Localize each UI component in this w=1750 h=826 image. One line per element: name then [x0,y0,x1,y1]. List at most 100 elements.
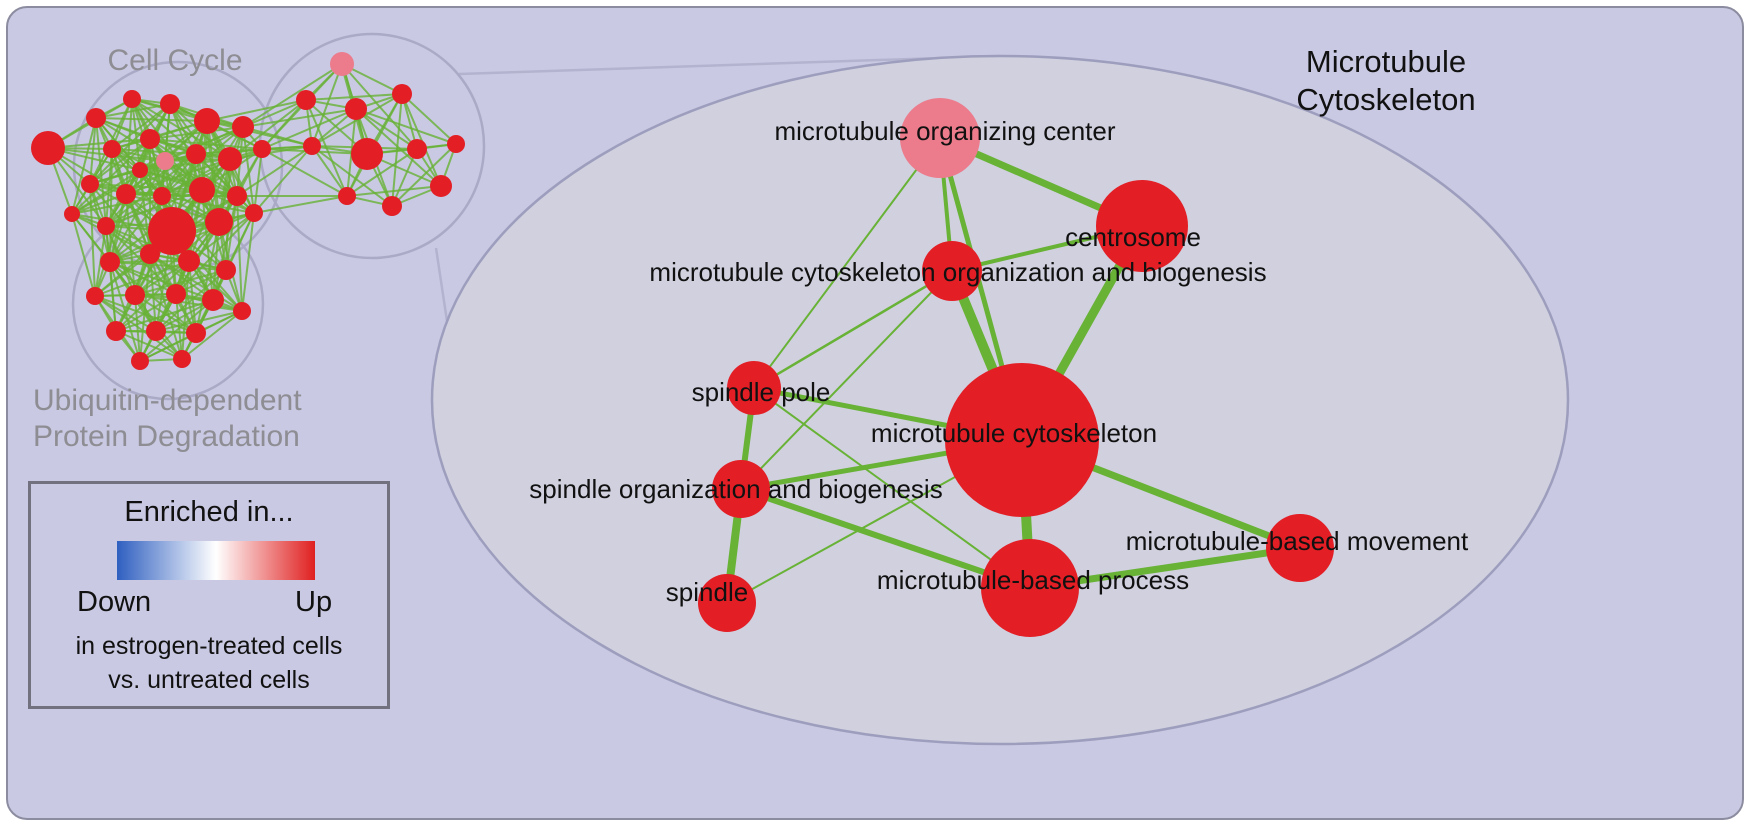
overview-edge [71,169,141,215]
overview-edge [311,93,403,147]
overview-edge [261,148,348,197]
overview-node [218,147,242,171]
overview-edge [139,158,231,171]
overview-edge [236,195,243,312]
overview-edge [134,294,141,362]
overview-node [245,204,263,222]
overview-edge [111,103,171,150]
overview-edge [242,99,307,128]
overview-node [227,186,247,206]
zoom-edge-sorg-mproc [738,486,1033,591]
cluster-title-cell-cycle: Cell Cycle [107,44,243,77]
overview-edge [391,143,457,207]
zoom-edge-spole-mproc [753,387,1031,589]
overview-node [116,184,136,204]
overview-edge [139,169,238,197]
overview-node [194,108,220,134]
overview-edge [139,299,214,362]
overview-node [156,152,174,170]
overview-node [100,252,120,272]
overview-node [160,94,180,114]
overview-edge [355,108,457,145]
overview-edge [391,148,418,207]
overview-node [202,289,224,311]
zoom-node-spindle [698,574,756,632]
overview-edge [242,63,343,128]
overview-node [148,207,196,255]
overview-edge [401,93,457,145]
zoom-node-mcyt [945,363,1099,517]
zoom-node-centrosome [1096,180,1188,272]
overview-edge [311,145,348,197]
overview-edge [229,99,307,160]
zoom-node-label-moc: microtubule organizing center [774,116,1115,146]
overview-node [166,284,186,304]
overview-edge [401,93,442,187]
overview-edge [188,260,243,312]
overview-node [233,302,251,320]
overview-node [97,217,115,235]
overview-edge [149,253,243,312]
overview-edge [311,145,393,207]
overview-edge [134,269,227,296]
overview-edge [94,260,190,297]
overview-edge [206,99,307,122]
overview-edge [71,213,96,297]
overview-edge [311,63,343,147]
overview-node [351,138,383,170]
legend-caption-line1: in estrogen-treated cells [75,632,343,660]
overview-node [382,196,402,216]
overview-node [186,323,206,343]
overview-edge [111,148,166,162]
legend-title: Enriched in... [124,496,294,528]
overview-node [345,98,367,120]
overview-node [140,129,160,149]
zoom-edge-moc-spole [753,137,941,389]
overview-edge [155,269,227,332]
overview-node [253,140,271,158]
legend-label-down: Down [77,586,152,618]
overview-edge [149,126,244,140]
overview-edge [125,158,231,195]
overview-node [123,90,141,108]
cluster-title-microtubule-line1: Microtubule [1305,44,1467,79]
overview-node [140,244,160,264]
overview-nodes [31,52,465,370]
zoom-node-mproc [981,539,1079,637]
zoom-node-spole [727,361,781,415]
zoom-node-label-sorg: spindle organization and biogenesis [529,474,942,504]
overview-edge [242,126,313,147]
overview-edge [94,253,151,297]
overview-edge [149,138,238,197]
overview-node [132,162,148,178]
overview-edge [71,195,163,215]
zoom-node-sorg [712,460,770,518]
cluster-title-microtubule-line2: Cytoskeleton [1296,82,1476,117]
overview-edge [89,138,151,185]
zoom-node-mmov [1266,514,1334,582]
overview-edge [181,310,243,360]
overview-edge [109,169,141,263]
overview-edge [253,145,313,214]
overview-edge [236,145,313,197]
overview-edge [109,261,214,301]
overview-node [338,187,356,205]
overview-edge [242,108,357,128]
overview-node [146,321,166,341]
zoom-nodes [698,98,1334,637]
overview-edge [149,138,263,150]
zoom-edge-mcob-spole [752,269,954,390]
zoom-node-mcob [922,241,982,301]
zoom-node-label-mcyt: microtubule cytoskeleton [871,418,1157,448]
legend-label-up: Up [295,586,333,618]
overview-edge [241,212,255,312]
overview-edge [71,138,151,215]
overview-node [86,108,106,128]
overview-edge [134,294,243,312]
overview-edge [261,99,307,150]
overview-edge [89,117,97,185]
overview-edge [71,117,97,215]
overview-edge [131,98,141,171]
